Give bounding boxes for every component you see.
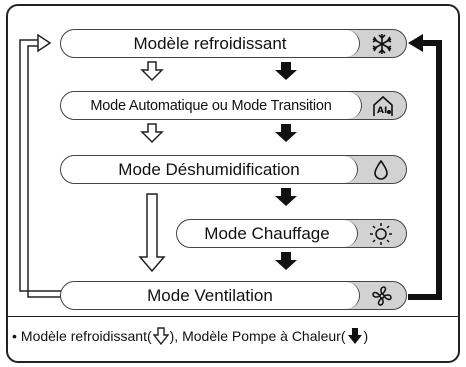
mode-cooling-label: Modèle refroidissant: [61, 30, 360, 57]
sun-icon: [356, 220, 406, 247]
right-return-arrowhead: [408, 34, 423, 52]
legend-close-paren: ): [363, 328, 369, 344]
water-drop-icon: [356, 156, 406, 183]
cooling-arrow-1: [140, 61, 164, 82]
cooling-arrow-3: [138, 193, 166, 273]
mode-ventilation: Mode Ventilation: [60, 281, 407, 310]
mode-dehumidification: Mode Déshumidification: [60, 155, 407, 184]
right-return-loop: [408, 40, 442, 300]
diagram-frame: [6, 4, 460, 363]
mode-heating-label: Mode Chauffage: [177, 220, 358, 247]
legend-divider: [8, 316, 458, 317]
heat-pump-arrow-4: [275, 252, 297, 270]
mode-auto-transition: Mode Automatique ou Mode Transition AI: [60, 91, 407, 120]
heat-pump-arrow-1: [275, 62, 297, 80]
mode-auto-transition-label: Mode Automatique ou Mode Transition: [61, 92, 362, 119]
legend-outline-arrow-icon: [152, 327, 169, 345]
mode-heating: Mode Chauffage: [176, 219, 407, 248]
heat-pump-arrow-3: [275, 188, 297, 206]
fan-icon: [358, 282, 406, 309]
legend-cooling-text: Modèle refroidissant(: [20, 328, 152, 344]
legend: • Modèle refroidissant( ), Modèle Pompe …: [12, 327, 368, 345]
mode-ventilation-label: Mode Ventilation: [61, 282, 360, 309]
auto-ai-icon: AI: [360, 92, 406, 119]
mode-cooling: Modèle refroidissant: [60, 29, 407, 58]
heat-pump-arrow-2: [275, 124, 297, 142]
left-return-arrowhead: [37, 33, 52, 53]
legend-filled-arrow-icon: [347, 328, 362, 344]
mode-dehumidification-label: Mode Déshumidification: [61, 156, 358, 183]
legend-heat-pump-text: ), Modèle Pompe à Chaleur(: [169, 328, 346, 344]
snowflake-icon: [358, 30, 406, 57]
legend-bullet: •: [12, 328, 17, 344]
cooling-arrow-2: [140, 123, 164, 144]
left-return-loop: [19, 39, 62, 298]
svg-text:AI: AI: [377, 106, 387, 116]
